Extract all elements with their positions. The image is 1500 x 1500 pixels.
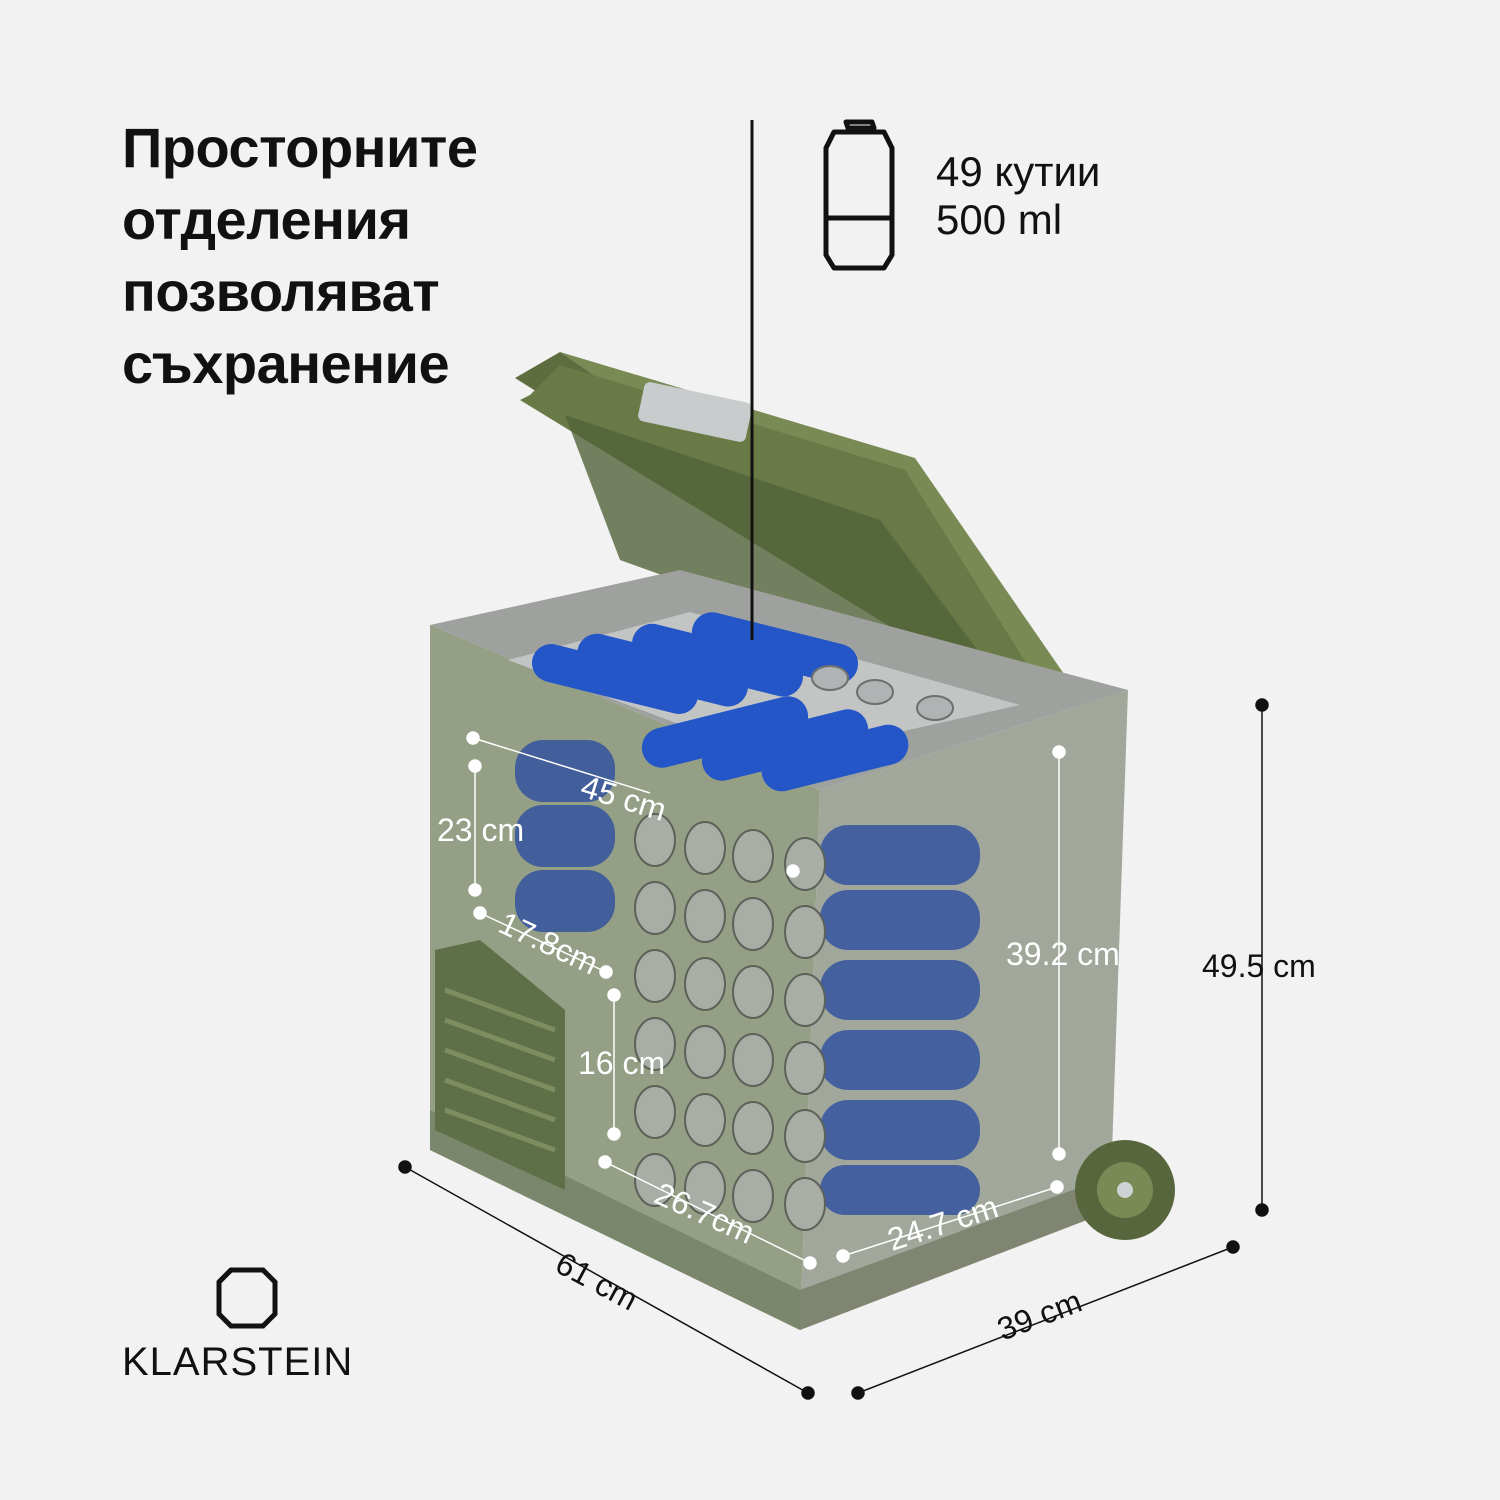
can-end (784, 1177, 826, 1231)
dim-outer-height: 49.5 cm (1202, 948, 1316, 984)
can-end (684, 1161, 726, 1215)
dim-inner-height-bottom: 16 cm (578, 1045, 666, 1081)
cans-top-layer (531, 612, 909, 792)
headline-line-4: съхранение (122, 332, 450, 395)
can-end (634, 1153, 676, 1207)
can-end (634, 949, 676, 1003)
wheel-icon (1075, 1140, 1175, 1240)
capacity-count: 49 кутии (936, 148, 1101, 195)
can-end (684, 1093, 726, 1147)
can-end (634, 813, 676, 867)
can-lids-top (811, 665, 954, 721)
headline-line-1: Просторните (122, 116, 478, 179)
can-end (784, 973, 826, 1027)
brand-name: KLARSTEIN (122, 1340, 354, 1384)
can-end (732, 829, 774, 883)
can-end (784, 1109, 826, 1163)
vent-grille (435, 940, 565, 1190)
cans-right-stack (820, 825, 980, 1215)
can-end (732, 1101, 774, 1155)
can-end (784, 1041, 826, 1095)
can-end (634, 1017, 676, 1071)
can-end (732, 897, 774, 951)
can-end (634, 1085, 676, 1139)
can-end (684, 889, 726, 943)
can-end (634, 881, 676, 935)
can-end (732, 1033, 774, 1087)
can-end (684, 957, 726, 1011)
can-icon (823, 119, 895, 271)
cooler-lid (515, 352, 1075, 715)
can-end (684, 1025, 726, 1079)
headline-line-3: позволяват (122, 260, 440, 323)
cans-left-stack (515, 740, 615, 932)
outer-dimension-lines (398, 698, 1269, 1400)
headline: Просторните отделения позволяват съхране… (122, 112, 478, 400)
can-end (784, 905, 826, 959)
can-end (784, 837, 826, 891)
capacity-caption: 49 кутии 500 ml (936, 148, 1100, 244)
can-end (684, 821, 726, 875)
klarstein-logo-icon (216, 1267, 278, 1329)
headline-line-2: отделения (122, 188, 411, 251)
dim-inner-height-total: 39.2 cm (1006, 936, 1120, 972)
capacity-volume: 500 ml (936, 196, 1063, 243)
can-end (732, 1169, 774, 1223)
can-end (732, 965, 774, 1019)
dim-inner-height-top: 23 cm (437, 812, 525, 848)
inner-dimension-lines (466, 731, 1066, 1270)
